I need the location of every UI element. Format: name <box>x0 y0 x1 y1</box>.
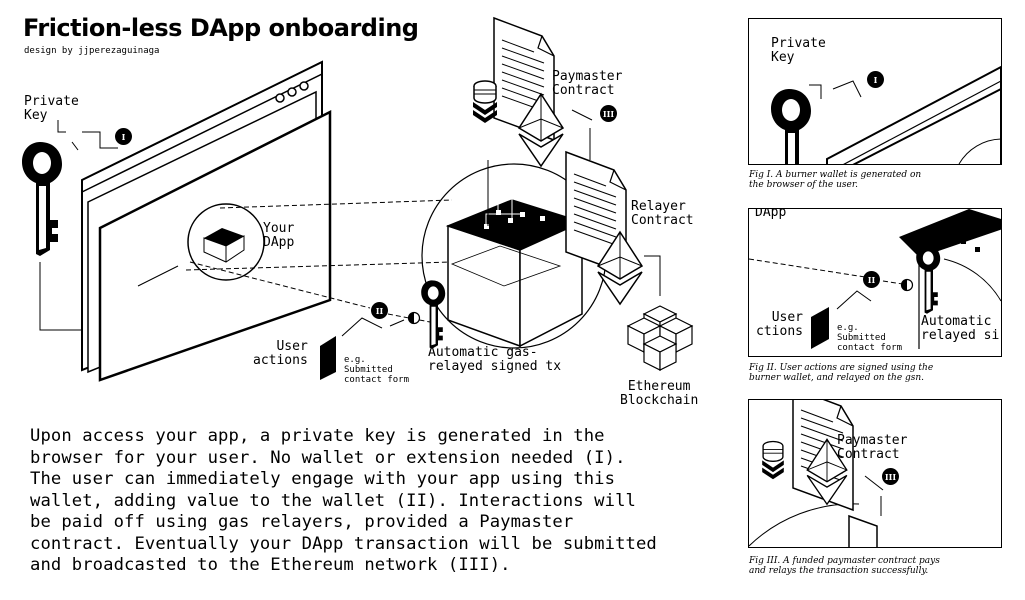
fig1-badge: I <box>867 71 884 88</box>
fig2-automatic-label: Automatic relayed si <box>921 315 999 343</box>
description-text: Upon access your app, a private key is g… <box>30 426 730 577</box>
fig2-badge: II <box>863 271 880 288</box>
fig1-panel: Private Key I <box>748 18 1002 165</box>
fig2-panel: DApp II User ctions e.g. Submitted conta… <box>748 208 1002 357</box>
badge-three: III <box>600 105 617 122</box>
fig1-caption: Fig I. A burner wallet is generated on t… <box>749 170 921 190</box>
fig1-private-key-label: Private Key <box>771 37 826 65</box>
example-label: e.g. Submitted contact form <box>344 355 409 385</box>
paymaster-label: Paymaster Contract <box>552 70 622 98</box>
ethereum-label: Ethereum Blockchain <box>620 380 698 408</box>
fig3-badge: III <box>882 468 899 485</box>
fig3-caption: Fig III. A funded paymaster contract pay… <box>749 556 940 576</box>
fig2-example-label: e.g. Submitted contact form <box>837 323 902 353</box>
automatic-label: Automatic gas- relayed signed tx <box>428 346 561 374</box>
fig2-caption: Fig II. User actions are signed using th… <box>749 363 933 383</box>
fig3-panel: Paymaster Contract III <box>748 399 1002 548</box>
fig2-dapp-label: DApp <box>755 208 786 220</box>
fig3-drawing <box>749 400 1001 547</box>
fig3-paymaster-label: Paymaster Contract <box>837 434 907 462</box>
badge-two: II <box>371 302 388 319</box>
your-dapp-label: Your DApp <box>263 222 294 250</box>
private-key-label: Private Key <box>24 95 79 123</box>
badge-one: I <box>115 128 132 145</box>
user-actions-label: User actions <box>253 340 308 368</box>
fig2-user-label: User ctions <box>749 311 803 339</box>
relayer-label: Relayer Contract <box>631 200 694 228</box>
